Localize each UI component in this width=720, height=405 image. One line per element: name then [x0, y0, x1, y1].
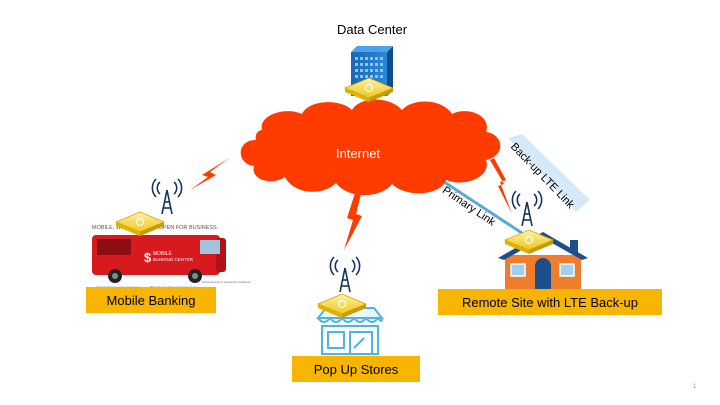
- pop-up-stores-tower-icon: [329, 256, 361, 293]
- pop-up-stores-lightning-icon: [344, 190, 362, 250]
- mobile-banking-tower-icon: [151, 178, 183, 215]
- remote-site-tower-icon: [511, 190, 543, 227]
- primary-link-line: [431, 172, 529, 239]
- data-center-router-icon: [343, 77, 395, 102]
- pop-up-store-icon: [315, 307, 385, 355]
- svg-text:$: $: [144, 250, 152, 265]
- bus-side-text-2: BANKING CENTER: [153, 257, 194, 262]
- remote-site-label: Remote Site with LTE Back-up: [438, 289, 662, 315]
- pop-up-stores-router-icon: [316, 293, 368, 318]
- backup-link-band: [508, 134, 590, 212]
- bus-side-text-1: MOBILE: [153, 251, 173, 257]
- internet-cloud-icon: [240, 99, 501, 196]
- data-center-label: Data Center: [337, 22, 408, 37]
- remote-site-lightning-icon: [490, 158, 512, 214]
- primary-link-label: Primary Link: [440, 184, 498, 228]
- remote-site-router-icon: [503, 229, 555, 254]
- mobile-banking-router-icon: [114, 211, 166, 236]
- internet-label: Internet: [336, 146, 380, 161]
- mobile-banking-label: Mobile Banking: [86, 287, 216, 313]
- bus-headline: MOBILE, WIRELESS AND OPEN FOR BUSINESS.: [92, 225, 219, 231]
- pop-up-stores-label: Pop Up Stores: [292, 356, 420, 382]
- bus-callout-3: Quick access to temporary locations: [202, 280, 251, 284]
- mobile-banking-bus-icon: $ MOBILE BANKING CENTER MOBILE, WIRELESS…: [92, 225, 251, 289]
- slide-number: 1: [693, 384, 697, 390]
- mobile-banking-lightning-icon: [190, 156, 232, 190]
